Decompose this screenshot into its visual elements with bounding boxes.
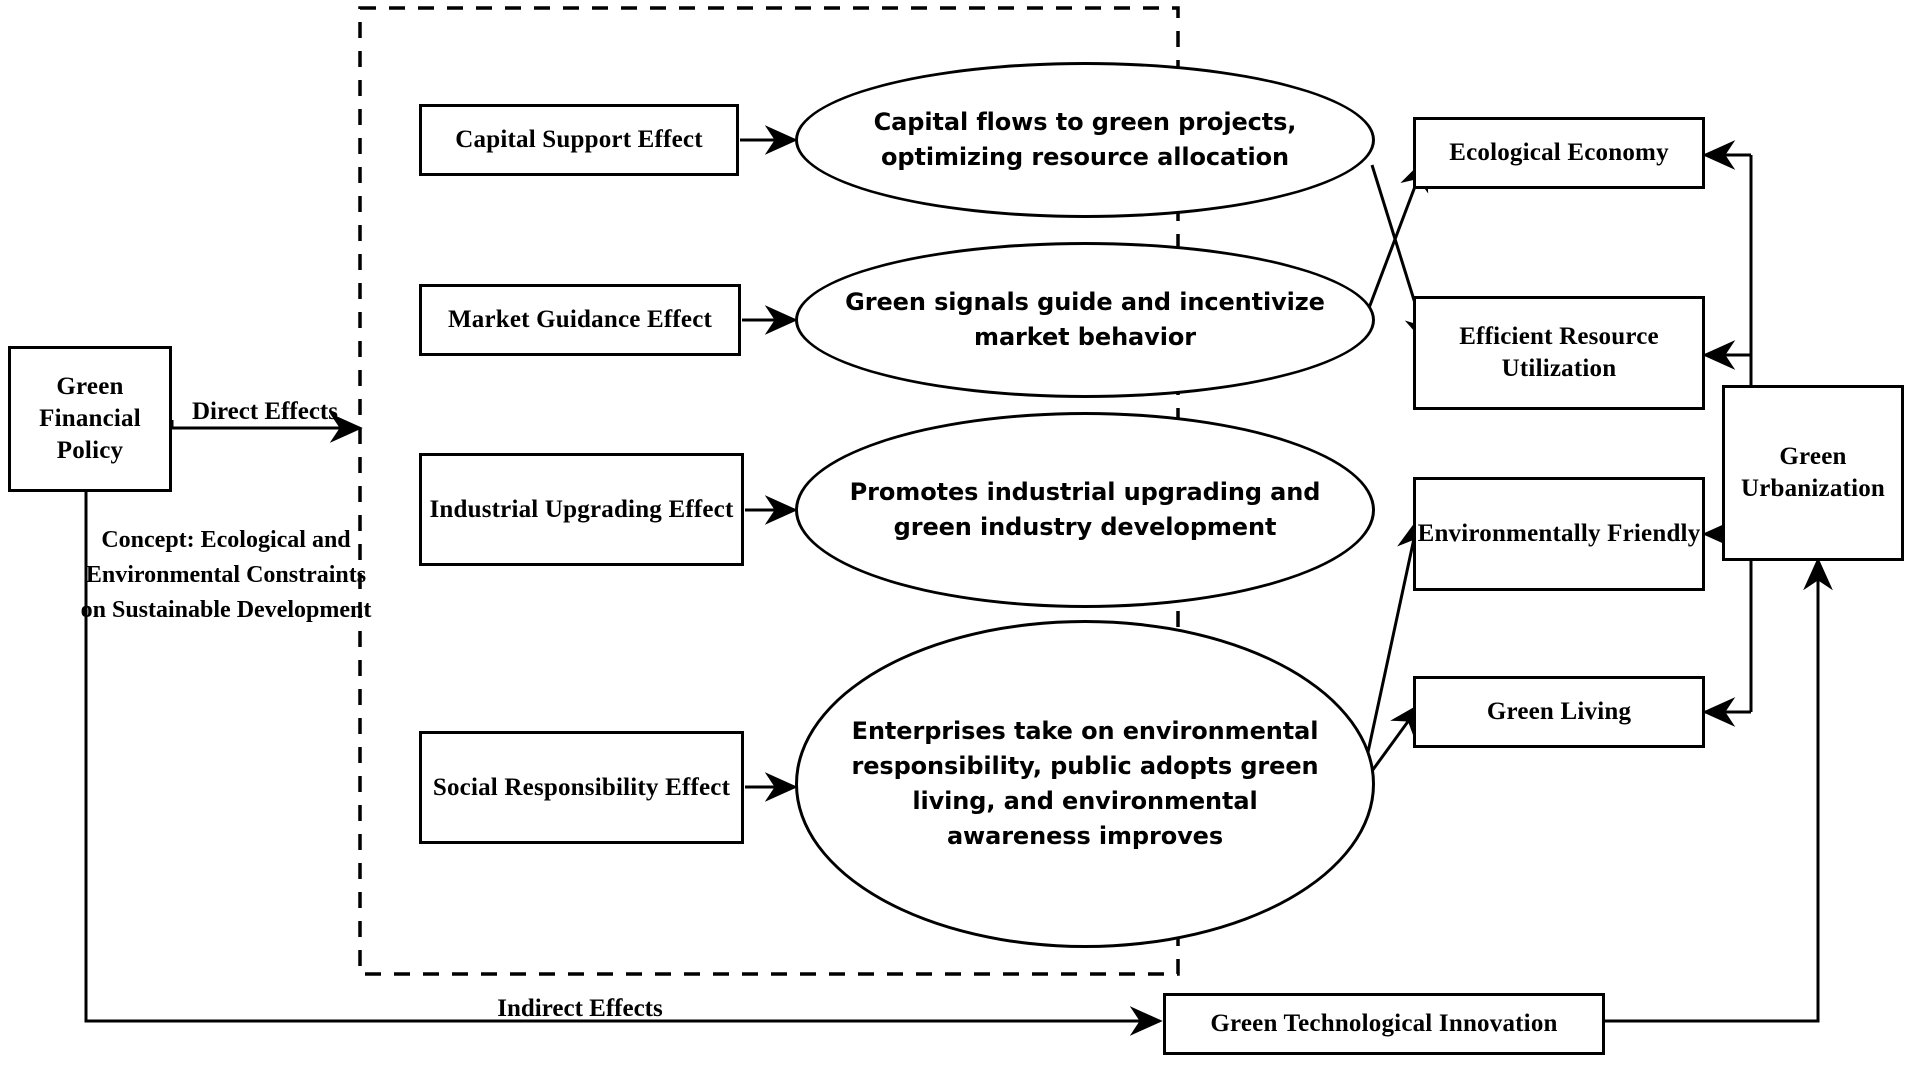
mechanism-ellipse-capital-flows[interactable]: Capital flows to green projects, optimiz… (795, 62, 1375, 218)
direct-effects-label: Direct Effects (192, 398, 338, 425)
mechanism-ellipse-enterprise-responsibility[interactable]: Enterprises take on environmental respon… (795, 620, 1375, 948)
mechanism-label-enterprise-responsibility: Enterprises take on environmental respon… (851, 717, 1319, 850)
policy-label-line-3: Policy (56, 437, 124, 464)
green-financial-policy-box[interactable]: Green Financial Policy (8, 346, 172, 492)
effect-box-social-responsibility[interactable]: Social Responsibility Effect (419, 731, 744, 844)
outcome-box-environmentally-friendly[interactable]: Environmentally Friendly (1413, 477, 1705, 591)
mechanism-ellipse-green-signals[interactable]: Green signals guide and incentivize mark… (795, 242, 1375, 398)
effect-box-industrial-upgrading[interactable]: Industrial Upgrading Effect (419, 453, 744, 566)
connector-to-environmentally-friendly (1360, 517, 1427, 781)
aggregate-box-green-urbanization[interactable]: Green Urbanization (1722, 385, 1904, 561)
indirect-effects-label: Indirect Effects (497, 995, 663, 1022)
mechanism-label-green-signals: Green signals guide and incentivize mark… (845, 288, 1325, 351)
outcome-box-efficient-resource-utilization[interactable]: Efficient Resource Utilization (1413, 296, 1705, 410)
policy-label-line-2: Financial (39, 405, 141, 432)
effect-box-market-guidance[interactable]: Market Guidance Effect (419, 284, 741, 356)
outcome-box-green-living[interactable]: Green Living (1413, 676, 1705, 748)
outcome-label-efficient-resource-utilization: Efficient Resource Utilization (1459, 323, 1659, 382)
effect-label-capital-support: Capital Support Effect (455, 126, 703, 153)
concept-note: Concept: Ecological and Environmental Co… (80, 527, 372, 623)
aggregate-label-green-urbanization: Green Urbanization (1740, 443, 1886, 502)
mechanism-label-capital-flows: Capital flows to green projects, optimiz… (873, 108, 1297, 171)
outcome-label-green-living: Green Living (1486, 698, 1632, 725)
mediator-label-green-technological-innovation: Green Technological Innovation (1210, 1010, 1558, 1037)
outcome-label-environmentally-friendly: Environmentally Friendly (1417, 520, 1701, 547)
transmission-channel-boundary (358, 6, 1180, 976)
connector-innovation-to-urbanization (1604, 557, 1833, 1023)
effect-label-social-responsibility: Social Responsibility Effect (432, 773, 731, 801)
mechanism-ellipse-industrial-promotion[interactable]: Promotes industrial upgrading and green … (795, 412, 1375, 608)
policy-label-line-1: Green (56, 373, 124, 400)
effect-box-capital-support[interactable]: Capital Support Effect (419, 104, 739, 176)
effect-label-industrial-upgrading: Industrial Upgrading Effect (429, 495, 734, 523)
effect-label-market-guidance: Market Guidance Effect (447, 306, 713, 333)
mediator-box-green-technological-innovation[interactable]: Green Technological Innovation (1163, 993, 1605, 1055)
connector-indirect-effects (84, 420, 1163, 1036)
mechanism-label-industrial-promotion: Promotes industrial upgrading and green … (849, 478, 1321, 541)
outcome-box-ecological-economy[interactable]: Ecological Economy (1413, 117, 1705, 189)
connector-direct-effects (170, 413, 363, 443)
outcome-label-ecological-economy: Ecological Economy (1449, 139, 1669, 166)
